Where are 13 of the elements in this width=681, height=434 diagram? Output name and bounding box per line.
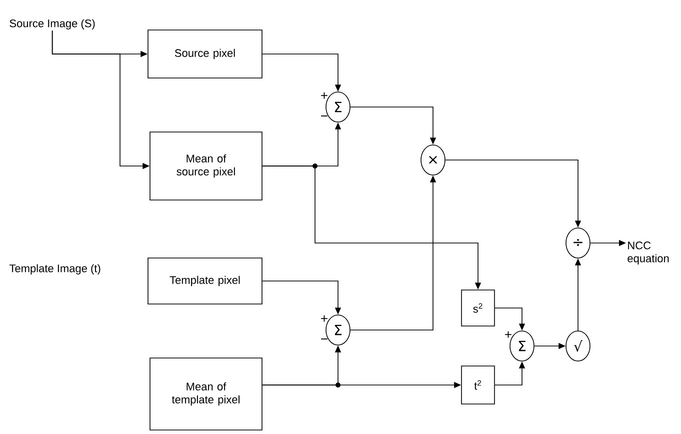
- process-box: Mean of template pixel: [150, 358, 262, 430]
- process-box: Source pixel: [148, 30, 262, 78]
- process-box: s$^{2}$: [461, 290, 495, 326]
- process-box: Template pixel: [148, 258, 262, 304]
- process-box: Mean of source pixel: [150, 132, 262, 200]
- sign-label: +: [505, 331, 512, 338]
- sign-label: +: [321, 92, 328, 99]
- sign-label: −: [321, 338, 328, 340]
- process-box: t$^{2}$: [461, 366, 495, 404]
- input-label: Source Image (S): [10, 19, 95, 30]
- sign-label: +: [321, 315, 328, 322]
- input-label: Template Image (t): [9, 264, 100, 274]
- output-label: NCC equation: [628, 242, 669, 264]
